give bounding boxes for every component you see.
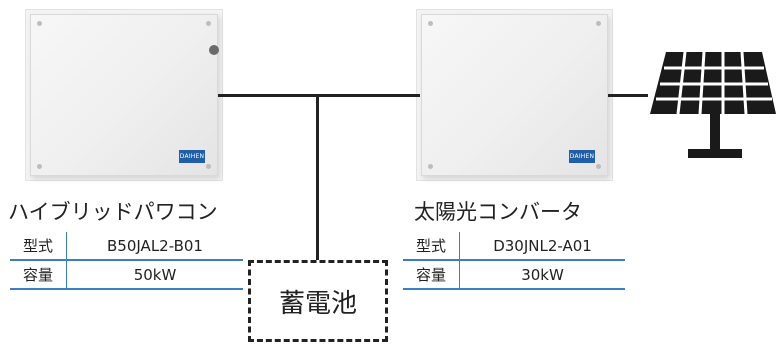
solar-converter-spec-table: 型式 D30JNL2-A01 容量 30kW <box>403 232 625 290</box>
solar-converter-title: 太陽光コンバータ <box>414 200 582 224</box>
spec-value: D30JNL2-A01 <box>459 232 625 261</box>
maker-logo: DAIHEN <box>569 150 595 163</box>
spec-value: 50kW <box>66 260 243 290</box>
knob-icon <box>209 45 219 55</box>
maker-logo: DAIHEN <box>179 150 205 163</box>
battery-box: 蓄電池 <box>248 260 388 342</box>
hybrid-inverter-unit: DAIHEN <box>25 9 223 181</box>
wire-to-battery <box>316 94 319 260</box>
spec-key: 型式 <box>10 232 67 261</box>
spec-key: 容量 <box>10 260 67 290</box>
solar-panel-icon <box>650 51 776 158</box>
wire-hybrid-to-converter <box>218 94 420 97</box>
hybrid-inverter-title: ハイブリッドパワコン <box>8 200 218 224</box>
spec-key: 型式 <box>403 232 460 261</box>
table-row: 容量 30kW <box>403 260 625 290</box>
table-row: 型式 D30JNL2-A01 <box>403 232 625 261</box>
solar-converter-unit: DAIHEN <box>416 9 613 181</box>
table-row: 型式 B50JAL2-B01 <box>10 232 243 261</box>
spec-value: B50JAL2-B01 <box>66 232 243 261</box>
table-row: 容量 50kW <box>10 260 243 290</box>
spec-key: 容量 <box>403 260 460 290</box>
wire-converter-to-panel <box>608 94 648 97</box>
hybrid-spec-table: 型式 B50JAL2-B01 容量 50kW <box>10 232 243 290</box>
battery-label: 蓄電池 <box>278 288 357 319</box>
spec-value: 30kW <box>459 260 625 290</box>
